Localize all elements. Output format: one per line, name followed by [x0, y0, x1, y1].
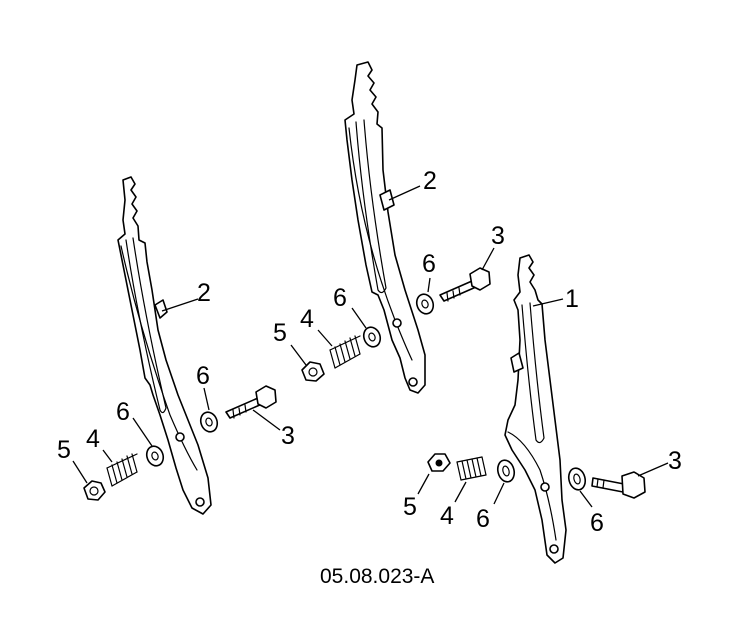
left-bracket-plate	[117, 176, 212, 515]
leader-right-3	[637, 462, 669, 477]
right-bolt	[591, 471, 646, 499]
callout-mid-5: 5	[273, 319, 287, 347]
callout-right-5: 5	[403, 493, 417, 521]
leader-right-6a	[493, 482, 505, 505]
right-bracket-slot	[521, 302, 545, 444]
callout-left-6a: 6	[116, 398, 130, 426]
callout-right-4: 4	[440, 502, 454, 530]
callout-left-4: 4	[86, 425, 100, 453]
left-nut	[83, 480, 106, 501]
left-bracket-hole	[175, 432, 185, 442]
leader-mid-4	[317, 329, 333, 347]
leader-mid-2	[388, 185, 421, 201]
left-bracket-tab	[154, 299, 168, 319]
leader-right-5	[417, 473, 430, 495]
leader-right-1	[532, 298, 564, 307]
middle-bracket-end-hole	[408, 377, 418, 387]
leader-left-4	[102, 449, 113, 463]
left-assembly	[72, 176, 281, 515]
middle-bracket-hole	[392, 318, 402, 328]
leader-mid-6a	[427, 277, 431, 293]
leader-right-4	[454, 481, 467, 503]
middle-bracket-plate	[344, 61, 426, 394]
callout-left-6b: 6	[196, 362, 210, 390]
left-washer-a	[145, 445, 165, 467]
callout-labels: 2 6 6 4 5 3 2 3 6 6 4 5 1 3 5 4 6 6	[57, 167, 682, 537]
middle-washer-a	[362, 326, 382, 348]
callout-mid-6a: 6	[422, 250, 436, 278]
callout-mid-6b: 6	[333, 284, 347, 312]
callout-left-2: 2	[197, 279, 211, 307]
right-spring	[456, 456, 487, 481]
callout-left-3: 3	[281, 422, 295, 450]
middle-bracket-rib	[348, 127, 413, 361]
leader-mid-5	[290, 344, 307, 366]
middle-bracket-slot	[355, 119, 387, 294]
left-bracket-end-hole	[195, 497, 205, 507]
callout-right-6a: 6	[476, 505, 490, 533]
callout-right-6b: 6	[590, 509, 604, 537]
middle-bracket-tab	[379, 189, 395, 211]
leader-right-6b	[579, 490, 593, 508]
callout-left-5: 5	[57, 436, 71, 464]
reference-code: 05.08.023-A	[320, 565, 434, 588]
right-bracket-rib	[507, 431, 557, 541]
left-spring	[106, 453, 138, 487]
callout-mid-4: 4	[300, 305, 314, 333]
right-bracket-tab	[510, 352, 524, 373]
right-bracket-end-hole	[549, 544, 559, 554]
leader-left-6b	[203, 387, 210, 411]
leader-mid-6b	[351, 307, 367, 329]
leader-mid-3	[481, 247, 495, 271]
callout-mid-2: 2	[423, 167, 437, 195]
left-washer-b	[199, 411, 219, 433]
right-assembly	[417, 254, 669, 564]
right-bracket-plate	[504, 254, 567, 564]
leader-left-6a	[132, 417, 153, 447]
middle-nut	[301, 361, 325, 382]
leader-left-3	[252, 409, 281, 431]
left-bracket-rib	[120, 245, 198, 471]
middle-assembly	[290, 61, 495, 394]
left-bolt	[225, 385, 277, 419]
right-nut	[427, 453, 451, 472]
right-bracket-hole	[540, 482, 550, 492]
right-washer-b	[567, 467, 587, 491]
callout-right-1: 1	[565, 285, 579, 313]
middle-spring	[329, 335, 361, 369]
callout-right-3: 3	[668, 447, 682, 475]
leader-left-5	[72, 460, 88, 484]
leader-left-2	[161, 298, 199, 312]
middle-bolt	[439, 267, 491, 302]
right-washer-a	[496, 459, 516, 483]
callout-mid-3: 3	[491, 222, 505, 250]
middle-washer-b	[415, 293, 435, 315]
